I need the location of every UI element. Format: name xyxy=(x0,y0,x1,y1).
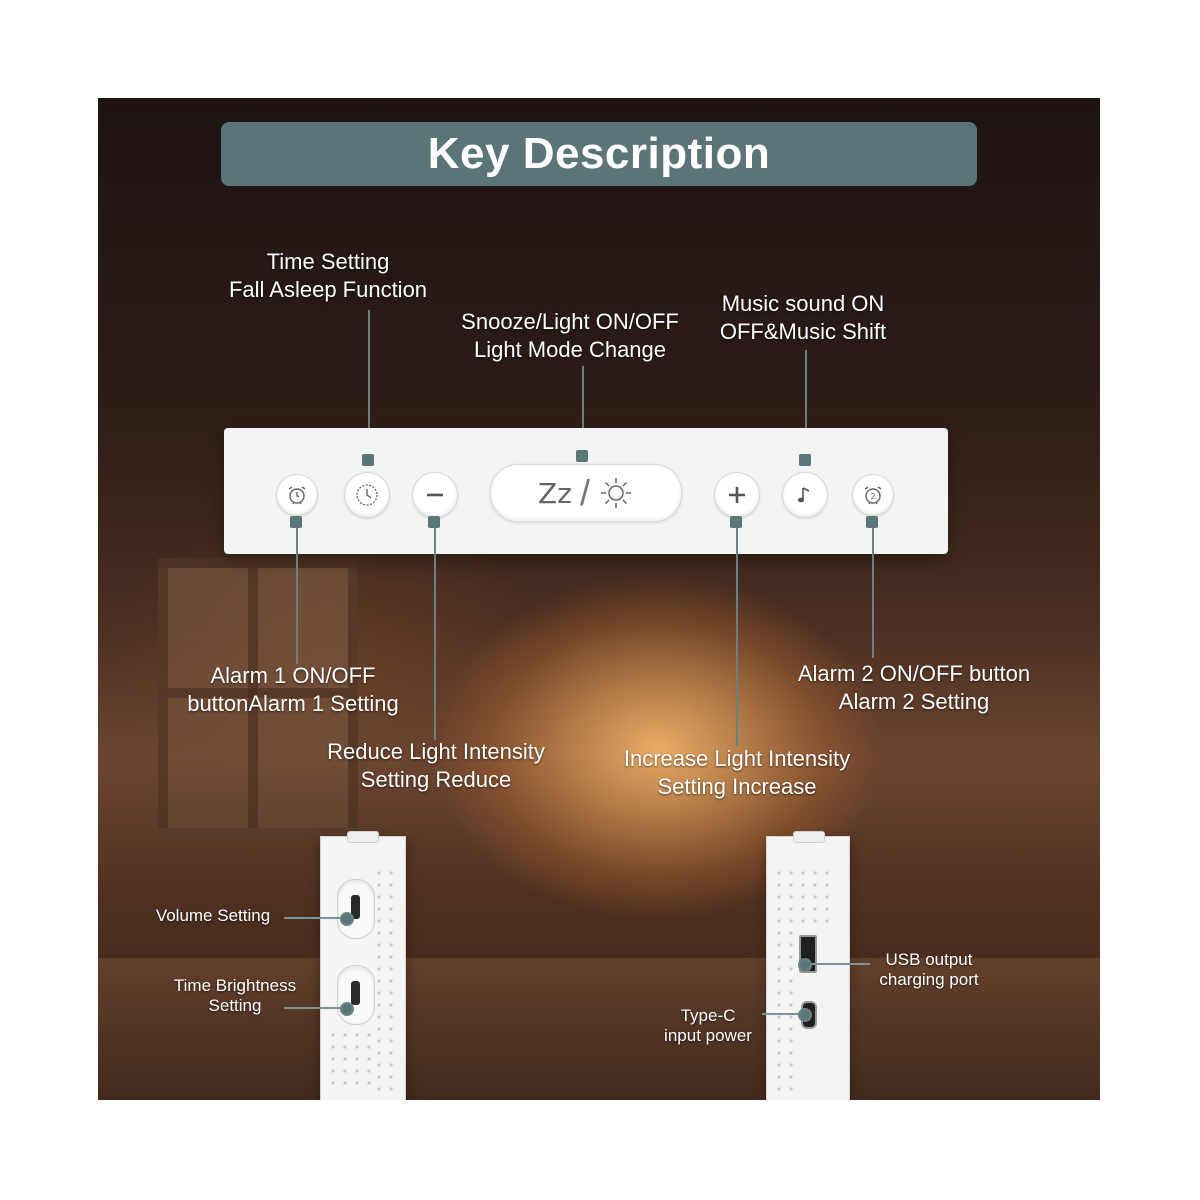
timer-button[interactable] xyxy=(344,472,390,518)
marker-typec xyxy=(798,1008,812,1022)
button-panel: Zz / 2 xyxy=(224,428,948,554)
alarm1-button[interactable] xyxy=(276,474,318,516)
label-reduce: Reduce Light Intensity Setting Reduce xyxy=(327,739,545,792)
volume-knob-well xyxy=(337,879,375,939)
marker-alarm1-bottom xyxy=(290,516,302,528)
sun-icon xyxy=(600,478,631,508)
label-typec: Type-C input power xyxy=(664,1006,752,1045)
label-snooze-light: Snooze/Light ON/OFF Light Mode Change xyxy=(461,309,679,362)
alarm-clock-icon xyxy=(288,486,306,505)
speaker-grille-left-bottom xyxy=(327,1029,371,1089)
svg-text:2: 2 xyxy=(871,492,876,501)
speaker-grille-right xyxy=(773,867,799,1091)
minus-icon xyxy=(427,493,443,497)
leader-usb xyxy=(804,963,870,965)
marker-music-top xyxy=(799,454,811,466)
marker-brightness xyxy=(340,1002,354,1016)
music-note-icon xyxy=(798,487,810,503)
label-volume: Volume Setting xyxy=(155,906,271,925)
label-music: Music sound ON OFF&Music Shift xyxy=(719,291,887,344)
background-window xyxy=(158,558,358,838)
plus-button[interactable] xyxy=(714,472,760,518)
snooze-light-button[interactable]: Zz / xyxy=(490,464,682,522)
brightness-knob[interactable] xyxy=(351,981,360,1005)
side-view-left xyxy=(320,831,406,1100)
speaker-grille-right-top xyxy=(797,867,837,927)
marker-plus-bottom xyxy=(730,516,742,528)
leader-increase xyxy=(736,528,738,746)
leader-alarm1 xyxy=(296,528,298,664)
leader-typec xyxy=(762,1013,802,1015)
plus-icon xyxy=(729,487,745,503)
side-view-right xyxy=(766,831,850,1100)
speaker-grille-left xyxy=(373,867,399,1091)
alarm2-button[interactable]: 2 xyxy=(852,474,894,516)
leader-time-setting xyxy=(368,310,370,458)
volume-knob[interactable] xyxy=(351,895,360,919)
leader-reduce xyxy=(434,528,436,740)
leader-volume xyxy=(284,917,348,919)
marker-minus-bottom xyxy=(428,516,440,528)
alarm-clock-2-icon: 2 xyxy=(864,486,882,505)
leader-alarm2 xyxy=(872,528,874,658)
marker-usb xyxy=(798,958,812,972)
label-increase: Increase Light Intensity Setting Increas… xyxy=(623,746,851,799)
marker-snooze-top xyxy=(576,450,588,462)
minus-button[interactable] xyxy=(412,472,458,518)
page-title: Key Description xyxy=(221,122,977,186)
label-usb: USB output charging port xyxy=(879,950,979,989)
music-button[interactable] xyxy=(782,472,828,518)
leader-music xyxy=(805,350,807,458)
label-time-brightness: Time Brightness Setting xyxy=(173,976,297,1015)
leader-snooze xyxy=(582,366,584,456)
snooze-label: Zz xyxy=(538,476,572,510)
marker-alarm2-bottom xyxy=(866,516,878,528)
separator-slash: / xyxy=(579,472,590,513)
marker-timer-top xyxy=(362,454,374,466)
label-alarm2: Alarm 2 ON/OFF button Alarm 2 Setting xyxy=(797,661,1031,714)
clock-icon xyxy=(356,484,378,506)
background-floor xyxy=(98,958,1100,1100)
top-button-left xyxy=(347,831,379,843)
marker-volume xyxy=(340,912,354,926)
leader-brightness xyxy=(284,1007,348,1009)
background-scene: Key Description Time Setting Fall Asleep… xyxy=(98,98,1100,1100)
label-time-setting: Time Setting Fall Asleep Function xyxy=(228,249,428,302)
label-alarm1: Alarm 1 ON/OFF buttonAlarm 1 Setting xyxy=(187,663,399,716)
top-button-right xyxy=(793,831,825,843)
